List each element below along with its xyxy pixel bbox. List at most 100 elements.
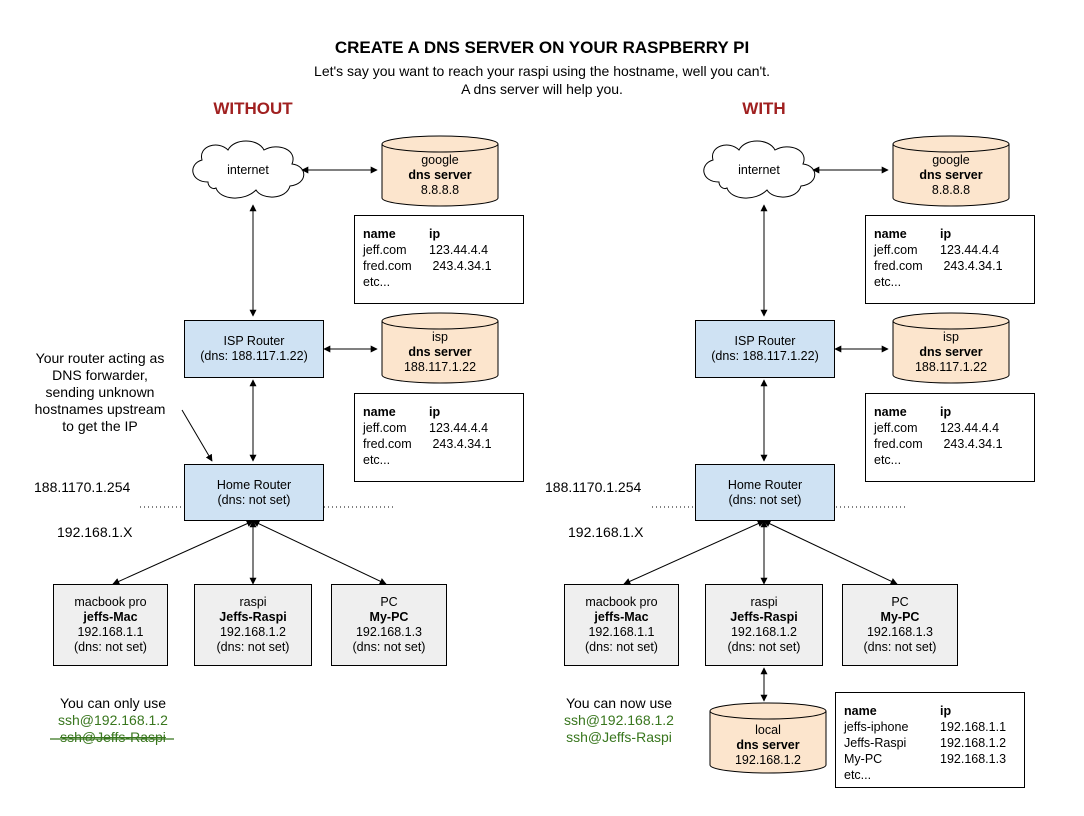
left-usage-ssh-host: ssh@Jeffs-Raspi (60, 729, 166, 745)
right-isp-dns-line1: isp (943, 330, 959, 344)
right-home-pc-arrow (763, 520, 898, 585)
right-home-router-line2: (dns: not set) (728, 492, 802, 507)
left-google-dns-line1: google (421, 153, 459, 167)
right-home-mac-arrow (623, 520, 765, 585)
left-isp-router-line2: (dns: 188.117.1.22) (200, 349, 308, 363)
left-subnet: 192.168.1.X (57, 524, 133, 540)
left-device-pc: PC My-PC 192.168.1.3 (dns: not set) (331, 584, 447, 666)
left-cloud-label: internet (227, 163, 269, 177)
table-cell: jeff.com (363, 421, 407, 435)
right-isp-dns: isp dns server 188.117.1.22 (893, 330, 1009, 375)
right-usage-ssh-ip: ssh@192.168.1.2 (564, 712, 674, 728)
device-dns: (dns: not set) (74, 640, 147, 654)
right-local-dns-line2: dns server (736, 738, 800, 752)
left-home-router-line2: (dns: not set) (217, 492, 291, 507)
table-cell: jeff.com (363, 243, 407, 257)
right-isp-router-line1: ISP Router (734, 334, 796, 348)
table-cell: 192.168.1.3 (940, 752, 1007, 766)
right-isp-router: ISP Router (dns: 188.117.1.22) (695, 320, 835, 378)
forwarder-note-line: Your router acting as (35, 350, 165, 366)
table-header-ip: ip (429, 405, 441, 419)
right-local-dns: local dns server 192.168.1.2 (710, 723, 826, 768)
table-cell: 123.44.4.4 (940, 421, 1000, 435)
table-cell: 123.44.4.4 (429, 421, 489, 435)
right-home-router: Home Router (dns: not set) (695, 464, 835, 521)
right-public-ip: 188.1170.1.254 (545, 479, 642, 495)
table-cell: 243.4.34.1 (429, 437, 492, 451)
left-isp-dns: isp dns server 188.117.1.22 (382, 330, 498, 375)
device-dns: (dns: not set) (352, 640, 426, 654)
right-google-dns-line3: 8.8.8.8 (931, 183, 971, 197)
device-ip: 192.168.1.3 (355, 625, 423, 639)
device-hostname: jeffs-Mac (594, 610, 649, 624)
table-cell: 123.44.4.4 (429, 243, 489, 257)
without-title: WITHOUT (213, 99, 293, 118)
left-note-arrow (181, 409, 213, 462)
table-cell: My-PC (844, 752, 883, 766)
table-cell: 192.168.1.2 (940, 736, 1007, 750)
left-isp-dns-line3: 188.117.1.22 (403, 360, 477, 374)
left-home-mac-arrow (112, 520, 254, 585)
with-title: WITH (742, 99, 786, 118)
device-dns: (dns: not set) (727, 640, 801, 654)
device-ip: 192.168.1.3 (866, 625, 934, 639)
device-hostname: Jeffs-Raspi (219, 610, 287, 624)
table-header-ip: ip (940, 227, 952, 241)
table-cell: etc... (874, 453, 902, 467)
device-hostname: My-PC (369, 610, 409, 624)
device-line1: macbook pro (74, 595, 147, 609)
right-isp-router-line2: (dns: 188.117.1.22) (711, 349, 819, 363)
table-cell: fred.com (874, 437, 923, 451)
left-usage-ssh-ip: ssh@192.168.1.2 (58, 712, 168, 728)
page-title: CREATE A DNS SERVER ON YOUR RASPBERRY PI (334, 38, 750, 57)
device-line1: raspi (750, 595, 778, 609)
table-cell: jeffs-iphone (844, 720, 909, 734)
device-ip: 192.168.1.1 (588, 625, 655, 639)
table-cell: etc... (363, 275, 391, 289)
table-cell: etc... (844, 768, 872, 782)
forwarder-note-line: sending unknown (45, 384, 155, 400)
forwarder-note-line: to get the IP (62, 418, 138, 434)
table-header-name: name (874, 405, 907, 419)
device-dns: (dns: not set) (216, 640, 290, 654)
left-isp-router-line1: ISP Router (223, 334, 285, 348)
table-header-name: name (363, 405, 396, 419)
device-line1: raspi (239, 595, 267, 609)
page-subtitle-line1: Let's say you want to reach your raspi u… (314, 63, 770, 79)
left-isp-dns-line2: dns server (408, 345, 472, 359)
right-local-dns-line3: 192.168.1.2 (734, 753, 802, 767)
forwarder-note-line: hostnames upstream (34, 401, 166, 417)
table-cell: etc... (874, 275, 902, 289)
left-home-router-line1: Home Router (216, 477, 292, 492)
left-google-dns-line3: 8.8.8.8 (420, 183, 460, 197)
forwarder-note: Your router acting as DNS forwarder, sen… (18, 350, 182, 435)
left-home-pc-arrow (252, 520, 387, 585)
left-public-ip: 188.1170.1.254 (34, 479, 131, 495)
left-google-dns: google dns server 8.8.8.8 (382, 153, 498, 198)
table-header-name: name (874, 227, 907, 241)
device-line1: macbook pro (585, 595, 658, 609)
device-dns: (dns: not set) (863, 640, 937, 654)
right-home-router-line1: Home Router (727, 477, 803, 492)
table-cell: 192.168.1.1 (940, 720, 1007, 734)
right-usage: You can now use ssh@192.168.1.2 ssh@Jeff… (544, 695, 694, 746)
device-line1: PC (380, 595, 398, 609)
table-header-name: name (844, 704, 877, 718)
device-hostname: jeffs-Mac (83, 610, 138, 624)
right-google-dns: google dns server 8.8.8.8 (893, 153, 1009, 198)
device-line1: PC (891, 595, 909, 609)
left-device-mac: macbook pro jeffs-Mac 192.168.1.1 (dns: … (53, 584, 168, 666)
device-dns: (dns: not set) (585, 640, 658, 654)
device-ip: 192.168.1.1 (77, 625, 144, 639)
right-google-dns-line1: google (932, 153, 970, 167)
right-device-raspi: raspi Jeffs-Raspi 192.168.1.2 (dns: not … (705, 584, 823, 666)
right-usage-ssh-host: ssh@Jeffs-Raspi (566, 729, 672, 745)
left-device-raspi: raspi Jeffs-Raspi 192.168.1.2 (dns: not … (194, 584, 312, 666)
left-usage-line1: You can only use (59, 695, 167, 711)
